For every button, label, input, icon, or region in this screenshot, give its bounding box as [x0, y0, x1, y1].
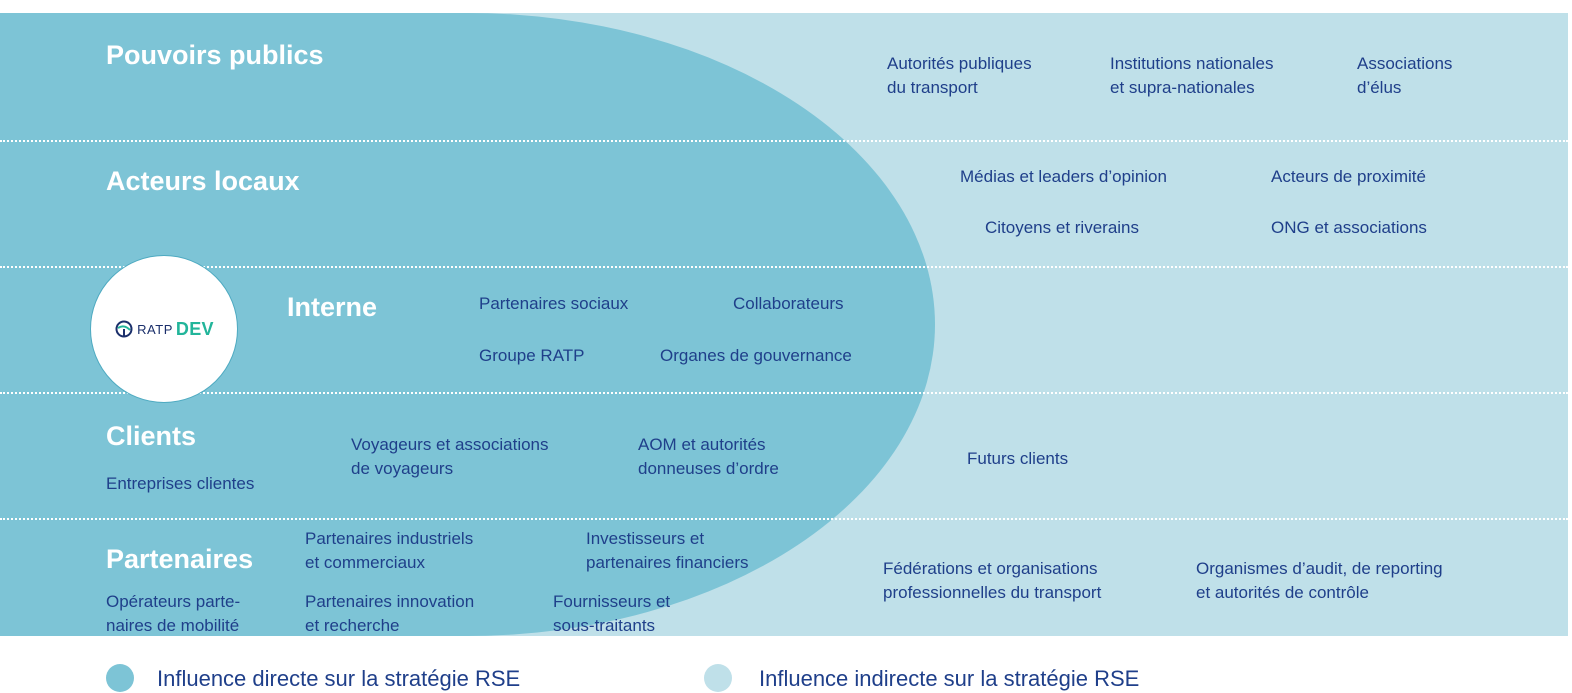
stakeholder-futurs-clients: Futurs clients: [967, 449, 1069, 468]
legend-direct-swatch: [106, 664, 134, 692]
stakeholder-federations: Fédérations et organisations professionn…: [883, 559, 1102, 602]
stakeholder-partenaires-industriels: Partenaires industriels et commerciaux: [305, 529, 474, 572]
row-separator: [0, 140, 1568, 142]
logo-ratp-text: RATP: [137, 321, 173, 337]
row-title-pouvoirs-publics: Pouvoirs publics: [106, 40, 324, 70]
indirect-influence-zone: [0, 13, 1568, 636]
row-separator: [0, 518, 1568, 520]
stakeholder-investisseurs: Investisseurs et partenaires financiers: [586, 529, 749, 572]
stakeholder-voyageurs: Voyageurs et associations de voyageurs: [351, 435, 549, 478]
stakeholder-aom: AOM et autorités donneuses d’ordre: [638, 435, 779, 478]
row-separator: [0, 392, 1568, 394]
stakeholder-citoyens: Citoyens et riverains: [985, 218, 1140, 237]
legend-indirect-label: Influence indirecte sur la stratégie RSE: [759, 666, 1140, 691]
stakeholder-medias: Médias et leaders d’opinion: [960, 167, 1167, 186]
stakeholder-operateurs-partenaires: Opérateurs parte- naires de mobilité: [106, 592, 241, 635]
stakeholder-organes-gouvernance: Organes de gouvernance: [660, 346, 852, 365]
ratp-swirl-icon: [115, 320, 133, 338]
row-title-interne: Interne: [287, 292, 378, 322]
row-title-acteurs-locaux: Acteurs locaux: [106, 166, 300, 196]
row-separator: [0, 266, 1568, 268]
stakeholder-groupe-ratp: Groupe RATP: [479, 346, 585, 365]
stakeholder-fournisseurs: Fournisseurs et sous-traitants: [553, 592, 671, 635]
stakeholder-partenaires-innovation: Partenaires innovation et recherche: [305, 592, 475, 635]
stakeholder-entreprises-clientes: Entreprises clientes: [106, 474, 255, 493]
stakeholder-institutions-nationales: Institutions nationales et supra-nationa…: [1110, 54, 1274, 97]
stakeholder-acteurs-proximite: Acteurs de proximité: [1271, 167, 1426, 186]
stakeholder-partenaires-sociaux: Partenaires sociaux: [479, 294, 629, 313]
stakeholder-associations-elus: Associations d’élus: [1357, 54, 1453, 97]
stakeholder-collaborateurs: Collaborateurs: [733, 294, 844, 313]
stakeholder-organismes-audit: Organismes d’audit, de reporting et auto…: [1196, 559, 1443, 602]
row-title-clients: Clients: [106, 421, 197, 451]
ratp-dev-logo: RATP DEV: [90, 255, 238, 403]
logo-dev-text: DEV: [175, 318, 214, 339]
legend-direct-label: Influence directe sur la stratégie RSE: [157, 666, 521, 691]
legend-indirect-swatch: [704, 664, 732, 692]
row-title-partenaires: Partenaires: [106, 544, 254, 574]
stakeholder-autorites-publiques: Autorités publiques du transport: [887, 54, 1032, 97]
stakeholder-ong: ONG et associations: [1271, 218, 1427, 237]
